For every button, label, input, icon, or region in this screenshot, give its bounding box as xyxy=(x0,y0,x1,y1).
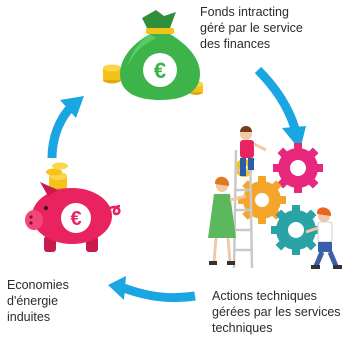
money-bag-icon: € xyxy=(103,10,203,100)
worker-right xyxy=(305,207,342,269)
label-savings-line-2: d'énergie xyxy=(7,294,59,308)
worker-left xyxy=(208,176,247,265)
arrow-finance-to-actions xyxy=(254,66,301,134)
label-actions-line-1: Actions techniques xyxy=(212,289,317,303)
label-finance-line-3: des finances xyxy=(200,37,271,51)
label-savings-line-1: Economies xyxy=(7,278,69,292)
money-bag-currency: € xyxy=(154,58,166,83)
label-actions-line-2: gérées par les services xyxy=(212,305,341,319)
label-finance: Fonds intracting géré par le service des… xyxy=(200,4,303,52)
label-savings: Economies d'énergie induites xyxy=(7,277,69,325)
label-finance-line-1: Fonds intracting xyxy=(200,5,289,19)
arrow-actions-to-savings xyxy=(122,283,196,303)
label-finance-line-2: géré par le service xyxy=(200,21,303,35)
arrow-savings-to-finance xyxy=(47,102,76,159)
piggy-bank-icon: € xyxy=(25,162,121,252)
gear-icon xyxy=(271,205,321,255)
piggy-bank-currency: € xyxy=(70,208,81,230)
label-actions-line-3: techniques xyxy=(212,321,273,335)
gears-workers-illustration xyxy=(208,126,342,269)
arrowhead-actions-to-savings xyxy=(108,276,126,300)
arrowhead-savings-to-finance xyxy=(60,96,84,118)
worker-on-ladder xyxy=(240,126,267,176)
label-savings-line-3: induites xyxy=(7,310,51,324)
label-actions: Actions techniques gérées par les servic… xyxy=(212,288,341,336)
